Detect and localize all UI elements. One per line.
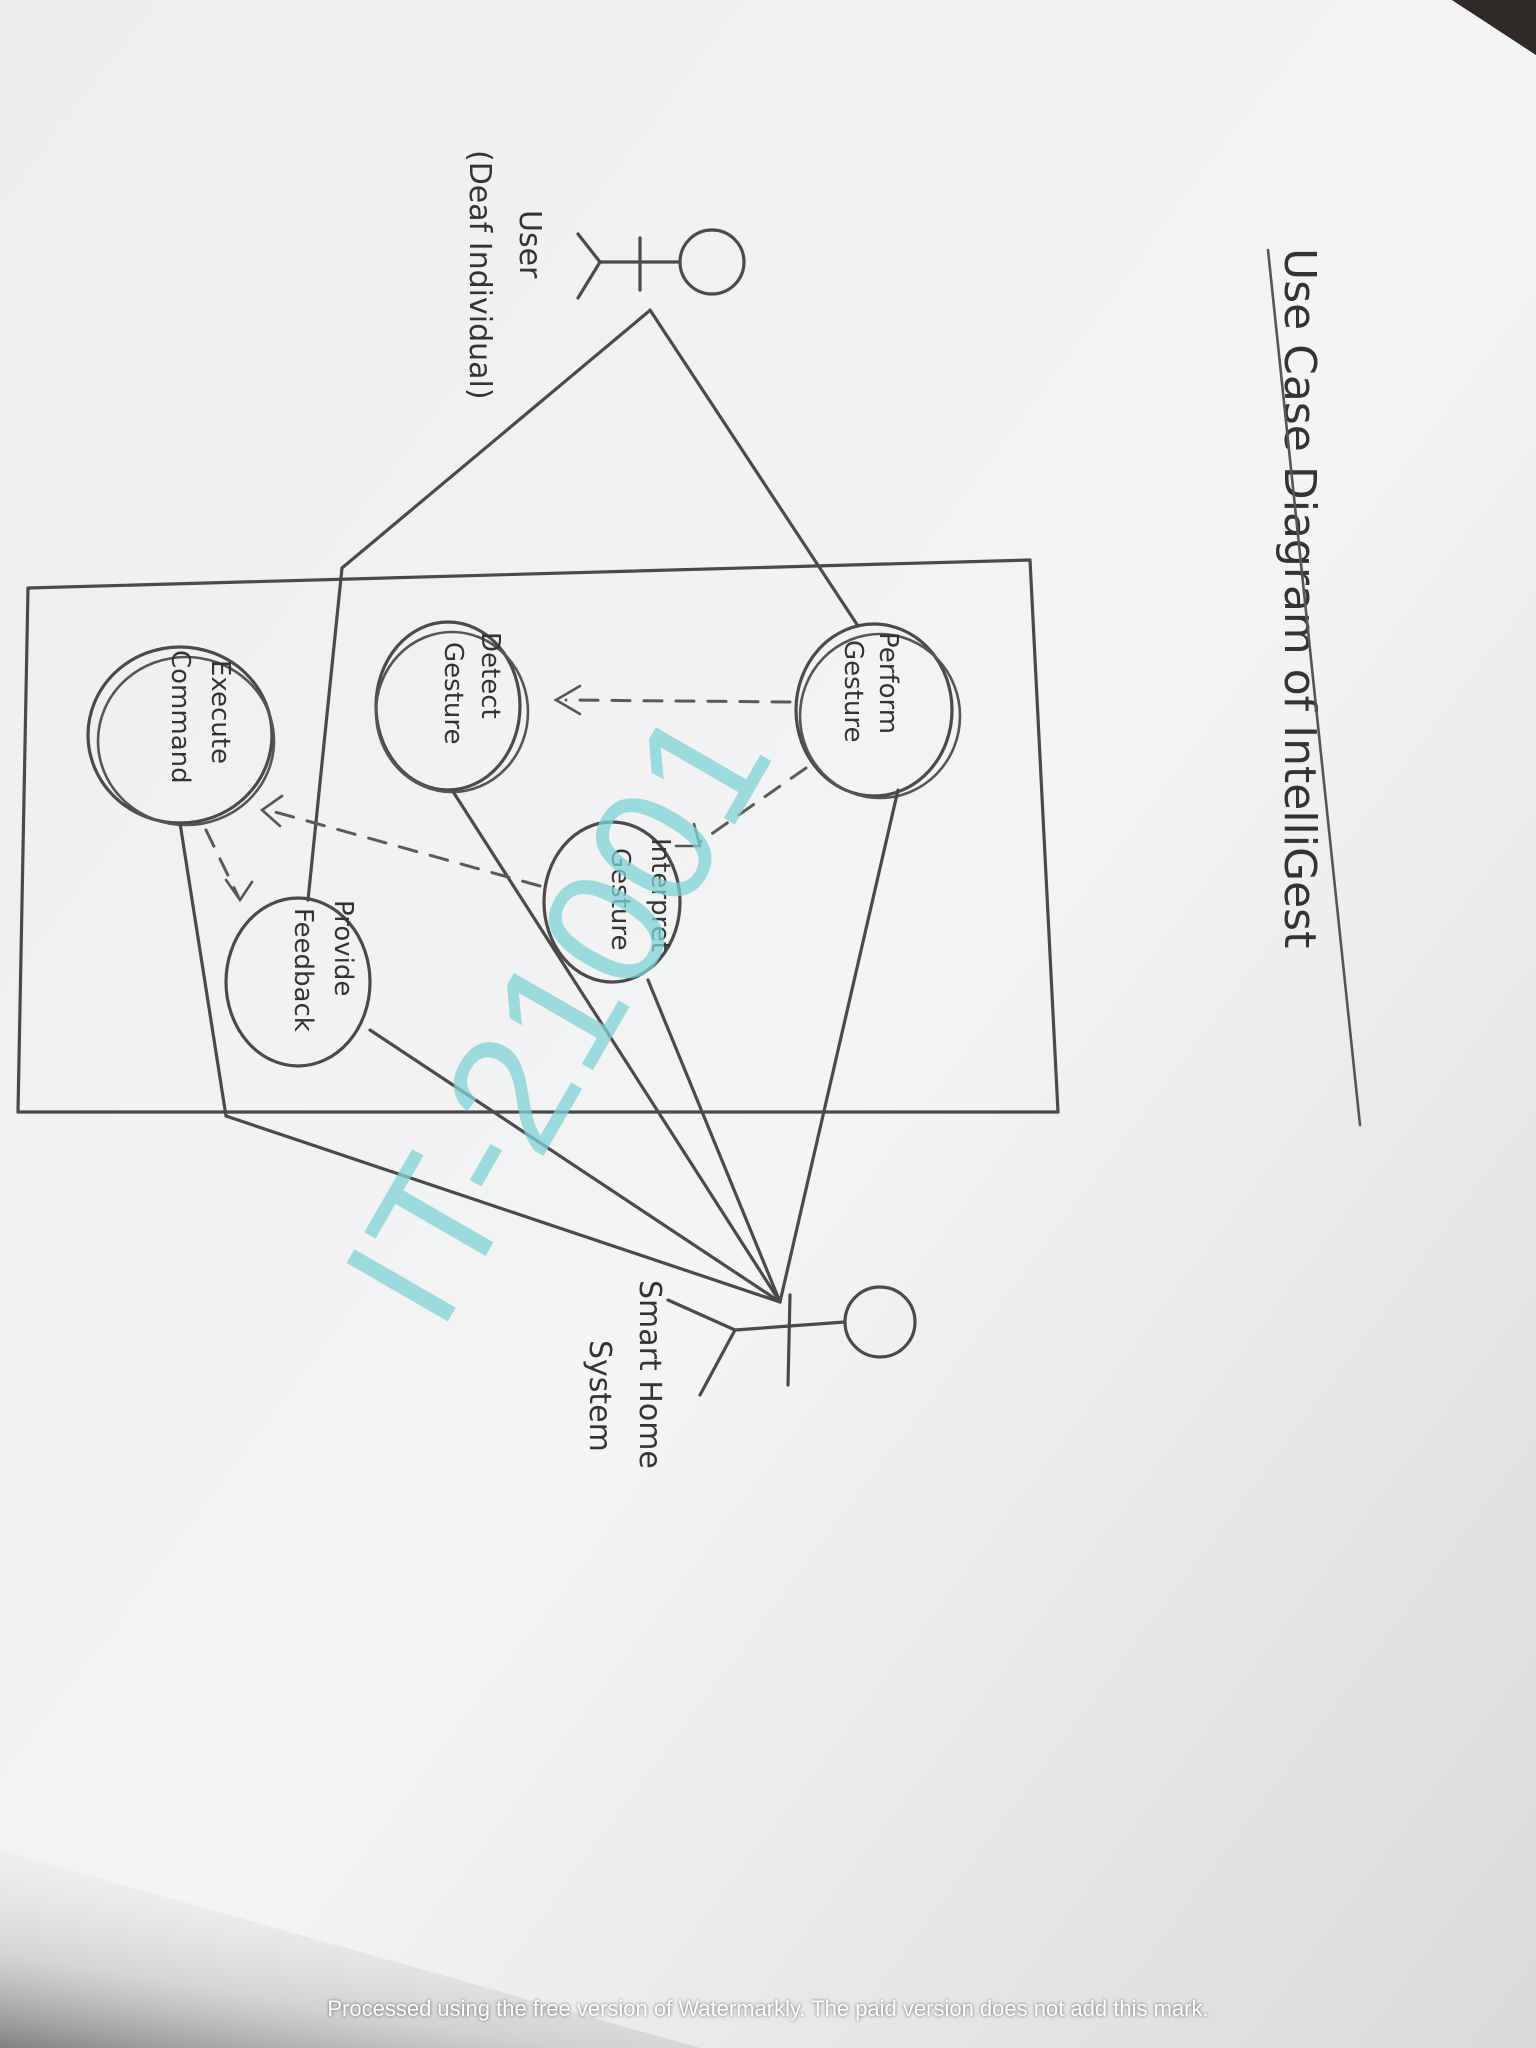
use-case-label: Detect [475, 632, 505, 719]
use-case-provide-feedback: Provide Feedback [224, 896, 372, 1068]
actor-user: User (Deaf Individual) [462, 150, 746, 400]
use-case-detect-gesture: Detect Gesture [374, 620, 530, 794]
stick-figure-icon [666, 1285, 917, 1397]
stick-figure-icon [576, 228, 746, 300]
actor-user-name: User [512, 210, 547, 279]
diagram-title: Use Case Diagram of IntelliGest [1266, 248, 1362, 1127]
use-case-perform-gesture: Perform Gesture [794, 622, 962, 800]
title-text: Use Case Diagram of IntelliGest [1274, 248, 1325, 948]
use-case-label: Command [165, 650, 195, 784]
watermark-banner: Processed using the free version of Wate… [327, 1996, 1209, 2021]
user-associations [306, 308, 860, 902]
use-case-label: Gesture [605, 848, 635, 950]
use-case-label: Perform [873, 632, 903, 734]
include-relationships [204, 684, 808, 903]
actor-smart-home-system: Smart Home System [582, 1280, 917, 1469]
actor-user-role: (Deaf Individual) [462, 150, 497, 400]
actor-system-role: System [582, 1340, 617, 1452]
actor-system-name: Smart Home [632, 1280, 667, 1469]
use-case-label: Interpret [645, 838, 675, 952]
use-case-label: Gesture [438, 642, 468, 744]
use-case-label: Provide [328, 900, 358, 996]
use-case-label: Feedback [288, 908, 318, 1032]
use-case-interpret-gesture: Interpret Gesture [542, 820, 682, 984]
use-case-label: Execute [205, 660, 235, 764]
use-case-execute-command: Execute Command [86, 645, 276, 827]
use-case-label: Gesture [838, 640, 868, 742]
system-boundary [16, 558, 1060, 1114]
